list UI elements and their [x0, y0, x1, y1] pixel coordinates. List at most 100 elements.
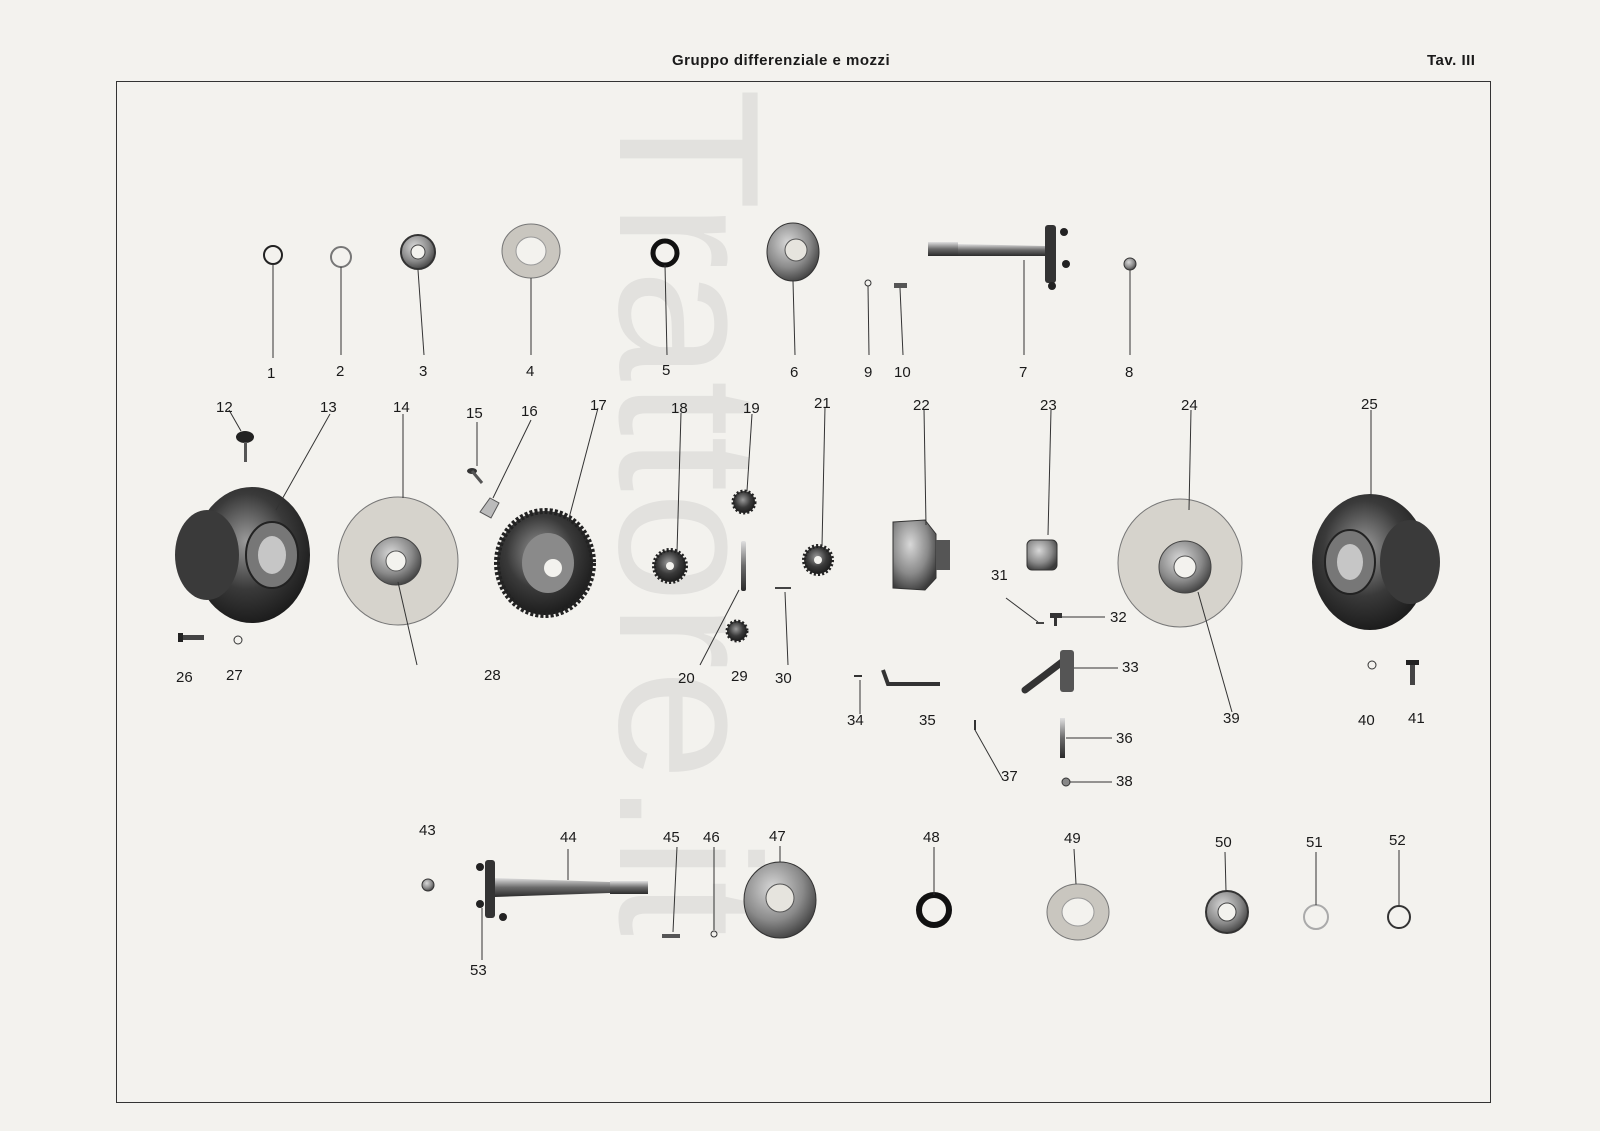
label-19: 19 [743, 400, 760, 417]
part-52-circlip [1387, 905, 1411, 929]
label-27: 27 [226, 667, 243, 684]
part-12-breather [236, 431, 254, 462]
label-31: 31 [991, 567, 1008, 584]
drawing-frame [116, 81, 1491, 1103]
part-35-key [881, 669, 940, 686]
label-25: 25 [1361, 396, 1378, 413]
label-45: 45 [663, 829, 680, 846]
part-38-ball [1061, 777, 1071, 787]
label-2: 2 [336, 363, 344, 380]
part-10-screw [894, 283, 907, 288]
part-48-seal [916, 892, 952, 928]
part-39-bearing [1158, 540, 1212, 594]
label-21: 21 [814, 395, 831, 412]
part-21-side-gear [802, 544, 834, 576]
part-8-nut [1123, 257, 1137, 271]
part-45-screw [662, 934, 680, 938]
label-39: 39 [1223, 710, 1240, 727]
part-3-bearing [400, 234, 436, 270]
part-13-diff-housing [175, 487, 310, 623]
label-17: 17 [590, 397, 607, 414]
label-28: 28 [484, 667, 501, 684]
part-9-ball [864, 279, 872, 287]
part-15-bolt [467, 468, 484, 484]
label-53: 53 [470, 962, 487, 979]
label-35: 35 [919, 712, 936, 729]
part-33-lever [1021, 650, 1074, 694]
label-14: 14 [393, 399, 410, 416]
label-20: 20 [678, 670, 695, 687]
part-27-washer [233, 635, 243, 645]
plate-number: Tav. III [1427, 52, 1476, 69]
label-50: 50 [1215, 834, 1232, 851]
label-24: 24 [1181, 397, 1198, 414]
part-46-ball [710, 930, 718, 938]
part-49-washer [1046, 883, 1110, 941]
label-51: 51 [1306, 834, 1323, 851]
part-22-diff-case [892, 519, 950, 591]
label-48: 48 [923, 829, 940, 846]
label-33: 33 [1122, 659, 1139, 676]
part-4-washer [501, 223, 561, 279]
part-32-screw [1050, 613, 1062, 626]
label-18: 18 [671, 400, 688, 417]
label-22: 22 [913, 397, 930, 414]
part-20-shaft [741, 541, 746, 591]
part-number-labels: 1 2 3 4 5 6 7 8 9 10 12 13 14 15 16 17 1… [176, 362, 1425, 979]
label-36: 36 [1116, 730, 1133, 747]
label-13: 13 [320, 399, 337, 416]
label-12: 12 [216, 399, 233, 416]
label-15: 15 [466, 405, 483, 422]
label-32: 32 [1110, 609, 1127, 626]
label-23: 23 [1040, 397, 1057, 414]
label-5: 5 [662, 362, 670, 379]
part-2-ring [330, 246, 352, 268]
part-44-axle-shaft [476, 860, 648, 921]
label-43: 43 [419, 822, 436, 839]
part-50-bearing [1205, 890, 1249, 934]
part-51-ring [1303, 904, 1329, 930]
label-49: 49 [1064, 830, 1081, 847]
label-10: 10 [894, 364, 911, 381]
label-41: 41 [1408, 710, 1425, 727]
part-29-pinion [725, 619, 749, 643]
label-26: 26 [176, 669, 193, 686]
label-34: 34 [847, 712, 864, 729]
plate-title: Gruppo differenziale e mozzi [672, 52, 891, 69]
label-29: 29 [731, 668, 748, 685]
label-3: 3 [419, 363, 427, 380]
label-37: 37 [1001, 768, 1018, 785]
watermark-text: Trattore.it [577, 88, 800, 936]
label-4: 4 [526, 363, 534, 380]
part-19-pinion [731, 489, 757, 515]
part-40-washer [1367, 660, 1377, 670]
part-36-pin [1060, 718, 1065, 758]
label-1: 1 [267, 365, 275, 382]
part-43-nut [421, 878, 435, 892]
part-7-axle-shaft [928, 225, 1070, 290]
label-8: 8 [1125, 364, 1133, 381]
part-6-bearing [766, 222, 820, 282]
label-47: 47 [769, 828, 786, 845]
part-16-lock-plate [479, 497, 500, 519]
part-25-diff-housing [1312, 494, 1440, 630]
part-41-bolt [1406, 660, 1419, 685]
part-28-bearing [370, 536, 422, 586]
label-7: 7 [1019, 364, 1027, 381]
part-23-bush [1026, 539, 1058, 571]
part-47-bearing [743, 861, 817, 939]
label-16: 16 [521, 403, 538, 420]
part-18-side-gear [652, 548, 688, 584]
label-30: 30 [775, 670, 792, 687]
part-1-circlip [263, 245, 283, 265]
label-38: 38 [1116, 773, 1133, 790]
label-9: 9 [864, 364, 872, 381]
label-52: 52 [1389, 832, 1406, 849]
part-17-crown-wheel [494, 508, 596, 618]
label-6: 6 [790, 364, 798, 381]
label-46: 46 [703, 829, 720, 846]
label-44: 44 [560, 829, 577, 846]
label-40: 40 [1358, 712, 1375, 729]
part-26-bolt [178, 633, 204, 642]
